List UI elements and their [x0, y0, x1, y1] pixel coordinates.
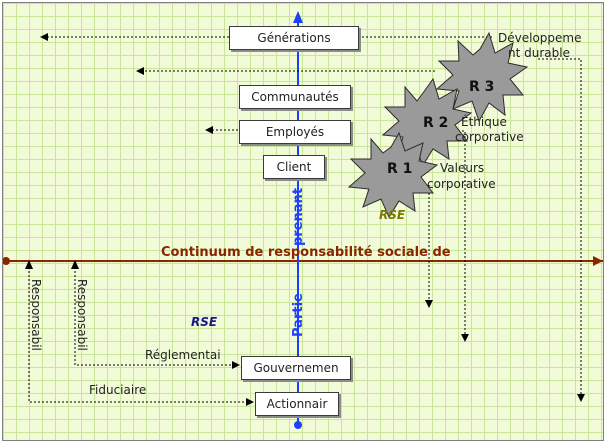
- label-developpement-line1: Développeme: [498, 31, 582, 45]
- label-responsabil-left: Responsabil: [29, 279, 43, 351]
- horizontal-axis-arrowhead: [593, 256, 603, 266]
- label-fiduciaire: Fiduciaire: [89, 383, 147, 397]
- label-developpement-line2: nt durable: [508, 46, 570, 60]
- box-gouvernement: Gouvernemen: [241, 356, 351, 380]
- star-r1: [347, 131, 439, 219]
- horizontal-axis-title: Continuum de responsabilité sociale de: [161, 245, 451, 260]
- box-client-label: Client: [276, 160, 312, 174]
- box-actionnaire-label: Actionnair: [266, 397, 328, 411]
- box-employes-label: Employés: [265, 125, 325, 139]
- horizontal-axis-start-dot: [3, 257, 10, 265]
- label-ethique-line2: corporative: [455, 130, 524, 144]
- star-r2: [381, 77, 473, 167]
- star-r3-label: R 3: [469, 79, 495, 95]
- label-reglementaire: Réglementai: [145, 348, 221, 362]
- arrow-fiduciaire-up: [25, 260, 33, 269]
- rse-label-lower: RSE: [191, 315, 218, 329]
- box-employes: Employés: [239, 120, 351, 144]
- arrow-reglementaire-up: [71, 260, 79, 269]
- vertical-axis-end-dot: [294, 421, 302, 429]
- label-responsabil-right: Responsabil: [75, 279, 89, 351]
- box-generations-label: Générations: [257, 31, 331, 45]
- box-generations: Générations: [229, 26, 359, 50]
- box-communautes-label: Communautés: [251, 90, 339, 104]
- star-r2-label: R 2: [423, 115, 449, 131]
- box-actionnaire: Actionnair: [255, 392, 339, 416]
- vertical-axis-word-partie: Partie: [291, 293, 306, 337]
- box-client: Client: [263, 155, 325, 179]
- diagram-canvas: Générations Communautés Employés Client …: [2, 2, 604, 441]
- label-valeurs-line2: corporative: [427, 177, 496, 191]
- arrow-reglementaire: [74, 267, 240, 369]
- box-gouvernement-label: Gouvernemen: [253, 361, 339, 375]
- label-valeurs-line1: Valeurs: [440, 161, 485, 175]
- arrow-fiduciaire: [28, 267, 254, 406]
- arrow-developpement-down: [538, 58, 585, 402]
- label-ethique-line1: Éthique: [461, 115, 507, 129]
- box-communautes: Communautés: [239, 85, 351, 109]
- vertical-axis-word-prenant: prenant: [291, 187, 306, 246]
- rse-label-upper: RSE: [379, 208, 406, 222]
- star-r1-label: R 1: [387, 161, 413, 177]
- vertical-axis-arrowhead: [293, 11, 303, 23]
- star-r3: [435, 31, 529, 123]
